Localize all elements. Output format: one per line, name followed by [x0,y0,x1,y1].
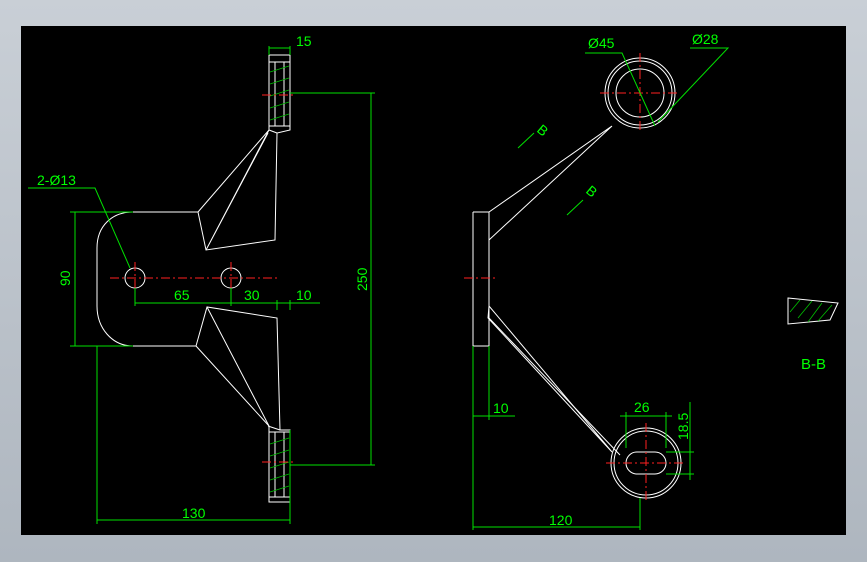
left-dimension-text: 15 2-Ø13 90 65 30 10 250 130 [37,33,370,521]
right-view: B B Ø45 Ø28 26 18.5 10 120 [464,31,730,530]
dim-slot-width: 18.5 [675,413,691,440]
dim-30: 30 [244,287,260,303]
lower-flange-hatch [269,437,290,493]
section-marker-1: B [534,121,551,139]
dim-hole-spacing: 65 [174,287,190,303]
section-label: B-B [801,356,826,373]
dim-width-120: 120 [549,512,573,528]
dim-height-90: 90 [57,270,73,286]
section-marker-lines [517,132,584,216]
dim-height-250: 250 [354,267,370,291]
left-view: 15 2-Ø13 90 65 30 10 250 130 [28,33,375,524]
technical-drawing: 15 2-Ø13 90 65 30 10 250 130 [28,31,839,530]
right-dimension-lines [472,47,730,530]
left-centerlines [110,94,296,463]
section-hatch [789,299,833,323]
dim-hole-note: 2-Ø13 [37,172,76,188]
left-part-outline [96,54,291,503]
dim-top-width: 15 [296,33,312,49]
upper-flange-hatch [269,65,290,121]
lower-flange-edges [206,306,290,498]
section-profile [787,297,839,325]
section-view: B-B [787,297,839,373]
right-arm-lower-edge [488,317,621,456]
dim-slot-length: 26 [634,399,650,415]
right-dimension-text: B B Ø45 Ø28 26 18.5 10 120 [493,31,719,528]
section-marker-2: B [583,182,600,200]
dim-inner-dia: Ø28 [692,31,719,47]
dim-base-10: 10 [493,400,509,416]
left-dimension-lines [28,46,375,524]
dim-outer-dia: Ø45 [588,35,615,51]
upper-flange-edges [197,55,290,251]
dim-10: 10 [296,287,312,303]
dim-width-130: 130 [182,505,206,521]
drawing-canvas[interactable]: 15 2-Ø13 90 65 30 10 250 130 [21,26,846,535]
